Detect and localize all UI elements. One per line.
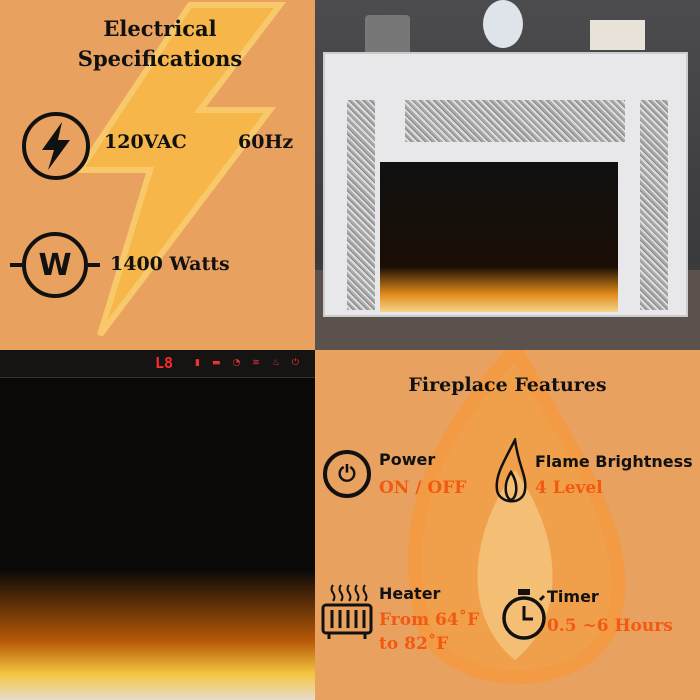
power-icon: ⏻ [323,450,371,498]
flame-icon [495,438,527,503]
lightning-icon [22,112,90,180]
control-panel-closeup: L8 ▮▬◔≋♨⏻ [0,350,315,700]
crystal-decor [483,0,523,48]
firebox [380,162,618,312]
led-display: L8 [155,354,174,372]
fireplace-photo [315,0,700,350]
title-line2: Specifications [77,46,243,71]
flame-background-icon [408,350,626,684]
lightning-bolt-background-icon [74,1,287,337]
timer-icon [502,589,546,640]
title-line1: Electrical [103,16,217,41]
watt-icon: W [22,232,88,298]
heater-label: Heater [379,584,441,603]
heater-value-line1: From 64˚F [379,610,480,630]
control-buttons[interactable]: ▮▬◔≋♨⏻ [195,358,312,368]
watt-symbol: W [38,247,72,283]
electrical-specs-panel: Electrical Specifications 120VAC 60Hz W … [0,0,350,350]
vase-decor [365,15,410,55]
features-title: Fireplace Features [408,374,607,396]
features-panel: Fireplace Features ⏻ Power ON / OFF Flam… [315,350,700,700]
power-label: Power [379,450,436,469]
power-value: ON / OFF [379,478,467,498]
flame-value: 4 Level [535,478,603,498]
frequency: 60Hz [238,131,294,153]
timer-label: Timer [547,587,599,606]
mantel [323,52,688,317]
heater-value-line2: to 82˚F [379,634,449,654]
wattage: 1400 Watts [110,253,230,275]
heater-icon [321,584,373,639]
flames [0,570,315,700]
books-decor [590,20,645,50]
flame-label: Flame Brightness [535,452,693,471]
timer-value: 0.5 ~6 Hours [547,616,673,636]
voltage: 120VAC [104,131,187,153]
